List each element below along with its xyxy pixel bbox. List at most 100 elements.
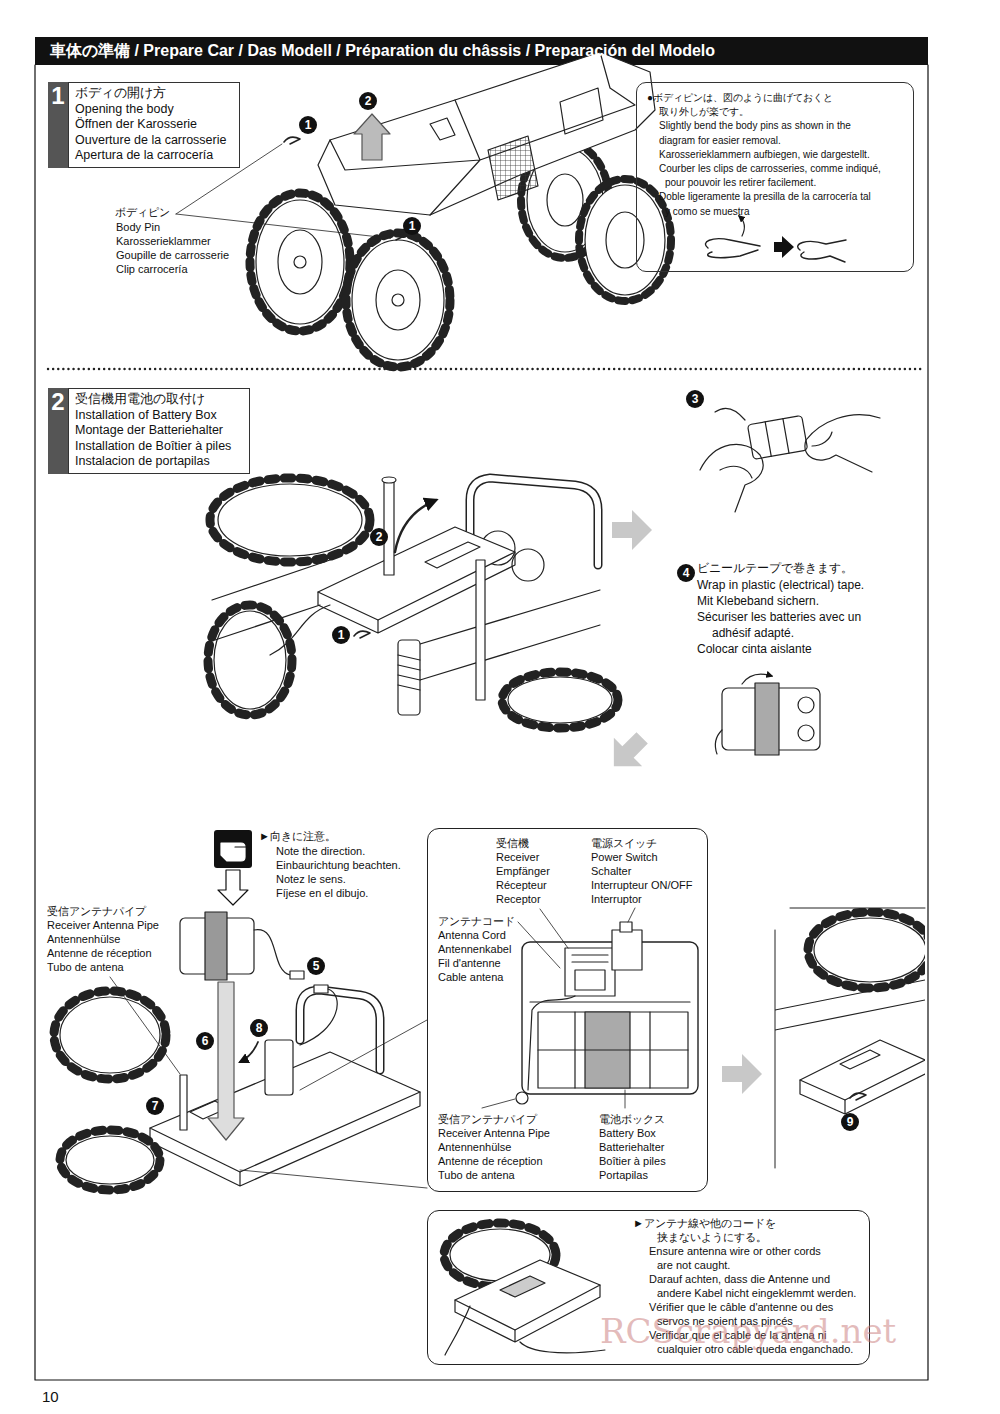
part-label: 電池ボックス [599,1113,665,1126]
watermark: RCScrapyard.net [600,1312,896,1350]
line-art [284,137,300,144]
label-text: Receiver Antenna Pipe [47,919,159,932]
line-art [715,730,722,754]
label-text: Antennenhülse [47,933,120,946]
line-art [742,674,772,684]
line-art [775,908,925,1168]
line-art [150,1092,420,1186]
line-art [538,1012,688,1088]
line-art [516,1092,528,1104]
line-art [256,200,344,324]
part-label: Batteriehalter [599,1141,664,1154]
line-art [579,179,671,301]
line-art [700,444,763,512]
part-label: Interruptor [591,893,642,906]
line-art [528,996,575,1090]
label-text: Karosserieklammer [116,235,211,248]
line-art [354,631,370,638]
step-title: Installation of Battery Box [75,408,243,424]
tip-box: ●ボディピンは、図のように曲げておくと取り外しが楽です。Slightly ben… [636,82,914,272]
line-art [240,1042,258,1062]
line-art [455,1260,600,1330]
callout-number: 5 [307,957,325,975]
part-label: Interrupteur ON/OFF [591,879,692,892]
line-art [390,233,406,240]
line-art [54,991,166,1079]
line-art [612,510,652,550]
line-art [395,500,436,552]
part-label: Battery Box [599,1127,656,1140]
line-art [585,185,665,295]
line-art [800,1040,925,1100]
tip-text: Courber les clips de carrosseries, comme… [647,162,903,176]
tip-text: Slightly bend the body pins as shown in … [647,119,903,133]
line-art [476,560,485,700]
part-label: 電源スイッチ [591,837,657,850]
line-art [214,611,286,709]
label-text: Einbaurichtung beachten. [276,859,401,872]
step-title: Öffnen der Karosserie [75,117,233,133]
line-art [850,1093,866,1100]
line-art [798,240,846,262]
line-art [800,1074,925,1114]
line-art [455,1285,600,1342]
line-art [488,136,538,200]
line-art [35,37,928,65]
label-text: ボディピン [115,206,170,219]
label-text: Antenne de réception [47,947,152,960]
label-text: Sécuriser les batteries avec un [697,610,861,624]
tip-text: Doble ligeramente la presilla de la carr… [647,190,903,204]
step-title: ボディの開け方 [75,86,233,102]
part-label: Receiver [496,851,539,864]
tip-text: ●ボディピンは、図のように曲げておくと [647,91,903,105]
part-label: Antenna Cord [438,929,506,942]
part-label: 受信アンテナパイプ [438,1113,537,1126]
tip-text: Karosserieklammern aufbiegen, wie darges… [647,148,903,162]
line-art [500,1276,545,1297]
line-art [384,480,394,575]
line-art [722,1054,762,1094]
label-text: adhésif adapté. [712,626,794,640]
tip-text: pour pouvoir les retirer facilement. [647,176,903,190]
line-art [502,672,618,728]
part-label: 受信機 [496,837,529,850]
step-number: 1 [51,82,64,110]
line-art [775,912,925,1114]
part-label: Ensure antenna wire or other cords [649,1245,821,1258]
line-art [747,415,807,459]
label-text: Fíjese en el dibujo. [276,887,368,900]
line-art [392,294,404,306]
line-art [774,236,794,258]
step-header: 1 ボディの開け方Opening the bodyÖffnen der Karos… [48,82,240,168]
part-label: Receptor [496,893,541,906]
line-art [318,52,655,215]
step-title: Opening the body [75,102,233,118]
line-art [376,270,420,330]
line-art [278,230,322,294]
line-art [66,1136,154,1184]
line-art [530,1001,690,1002]
part-label: Empfänger [496,865,550,878]
part-label: Schalter [591,865,631,878]
label-text: Goupille de carrosserie [116,249,229,262]
line-art [398,655,420,690]
line-art [218,484,362,556]
callout-number: 8 [250,1019,268,1037]
line-art [508,677,612,723]
line-art [35,65,928,1380]
step-header: 2受信機用電池の取付けInstallation of Battery BoxMo… [48,388,250,474]
page-number: 10 [42,1388,59,1405]
tip-text: 取り外しが楽です。 [647,105,903,119]
line-art [522,942,698,1094]
line-art [814,918,925,982]
line-art [572,955,608,990]
step-number-block: 1 [48,82,68,168]
line-art [354,114,390,160]
line-art [330,52,635,215]
part-label: Antennenhülse [438,1141,511,1154]
label-text: Colocar cinta aislante [697,642,812,656]
step-title: Ouverture de la carrosserie [75,133,233,149]
label-text: ビニールテープで巻きます。 [697,561,853,575]
line-art [805,415,880,472]
line-art [208,605,292,715]
